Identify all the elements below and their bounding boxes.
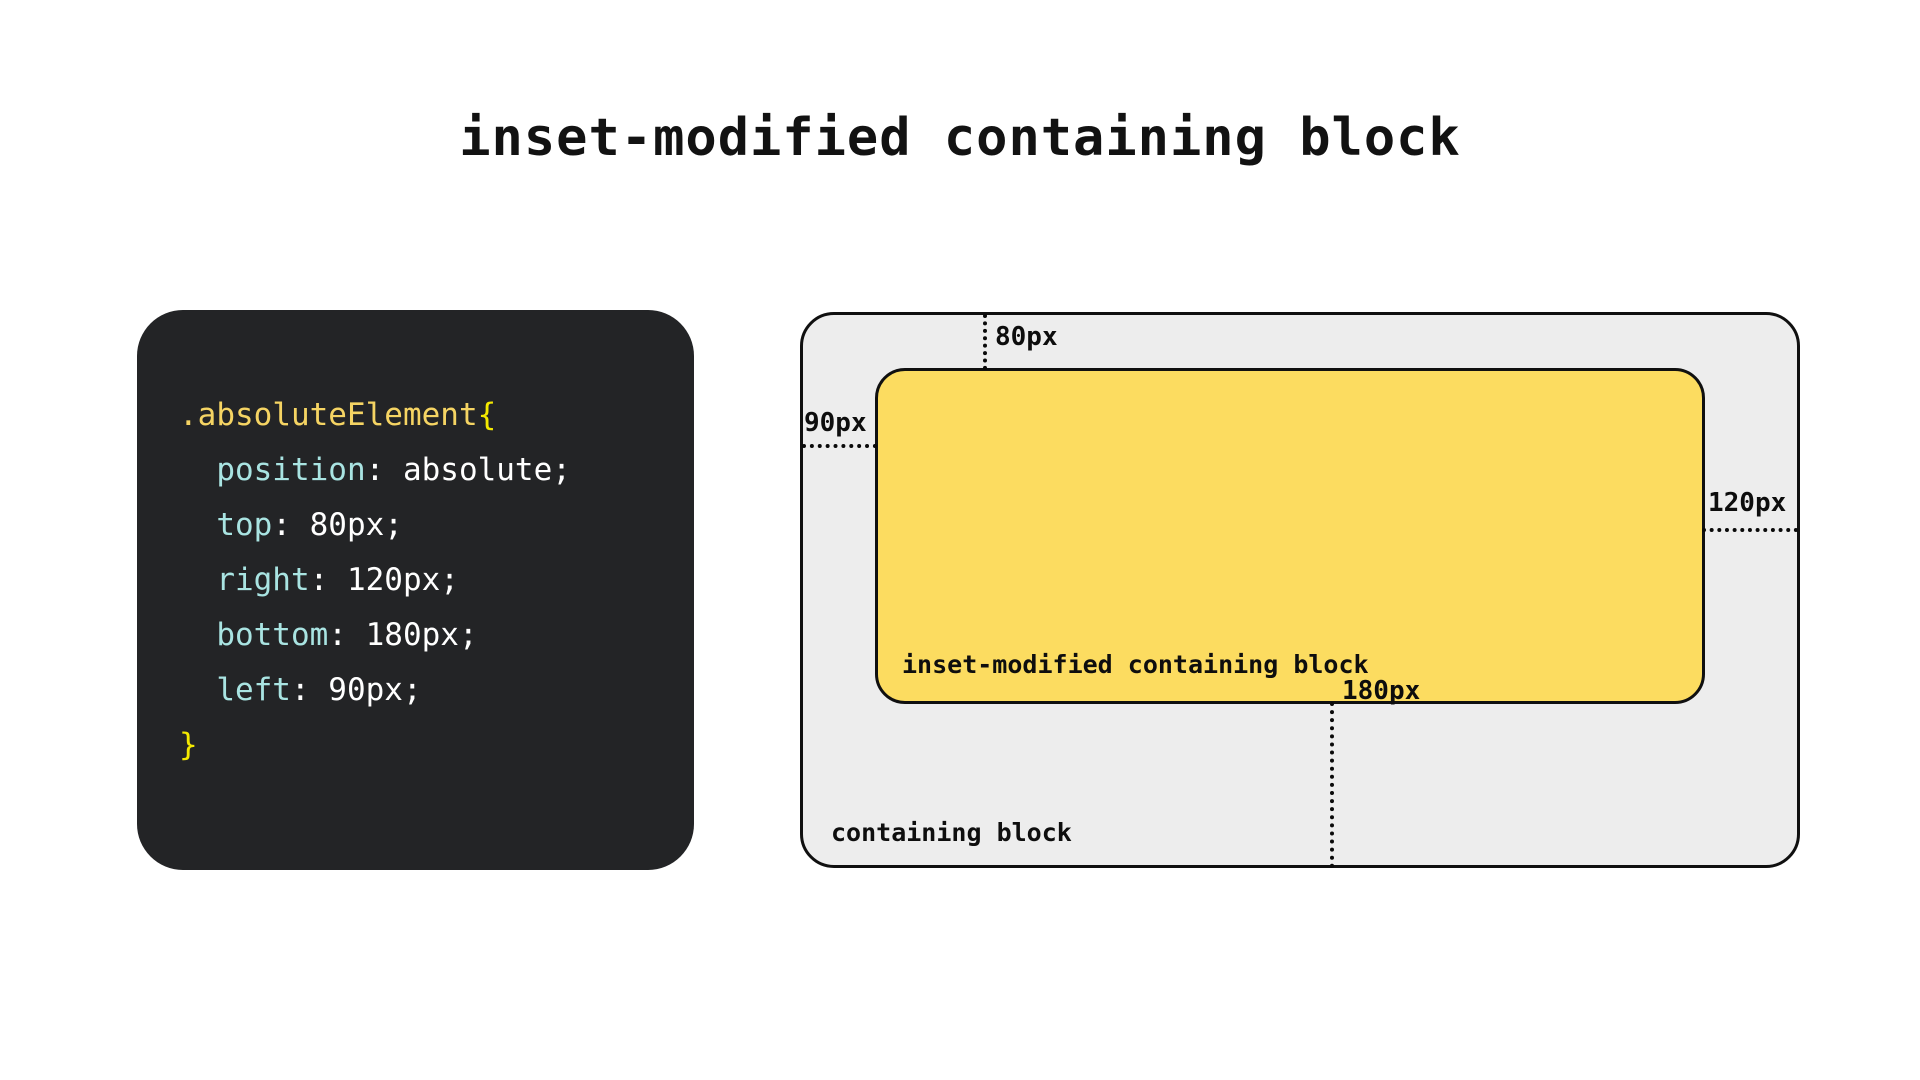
css-code-card: .absoluteElement{ position: absolute; to… [137,310,694,870]
css-property-position: position [216,452,366,488]
css-separator: : [309,562,347,598]
measurement-label-left: 90px [804,408,867,438]
css-value-bottom: 180px; [365,617,478,653]
code-line-right: right: 120px; [179,553,694,608]
guide-line-top [983,314,987,370]
page-title: inset-modified containing block [459,108,1461,168]
css-separator: : [290,672,329,708]
css-value-left: 90px; [328,672,422,708]
code-line-left: left: 90px; [179,663,694,718]
measurement-label-top: 80px [995,322,1058,352]
code-line-position: position: absolute; [179,443,694,498]
inset-modified-containing-block: inset-modified containing block [875,368,1705,704]
measurement-label-right: 120px [1708,488,1787,518]
css-property-bottom: bottom [216,617,329,653]
css-property-left: left [216,672,291,708]
inset-modified-containing-block-label: inset-modified containing block [902,650,1369,679]
css-close-brace: } [179,727,198,763]
css-separator: : [328,617,366,653]
code-line-top: top: 80px; [179,498,694,553]
css-value-top: 80px; [309,507,403,543]
css-property-top: top [216,507,273,543]
code-line-bottom: bottom: 180px; [179,608,694,663]
guide-line-right [1702,528,1798,532]
css-value-right: 120px; [346,562,459,598]
css-separator: : [365,452,403,488]
containing-block-label: containing block [831,818,1072,847]
inset-diagram: containing block inset-modified containi… [790,300,1800,868]
css-selector: .absoluteElement [179,397,478,433]
css-property-right: right [216,562,310,598]
css-open-brace: { [477,397,497,433]
css-separator: : [272,507,310,543]
code-line-close: } [179,718,694,773]
guide-line-bottom [1330,702,1334,868]
measurement-label-bottom: 180px [1342,676,1421,706]
guide-line-left [802,444,877,448]
code-line-selector: .absoluteElement{ [179,388,694,443]
css-value-position: absolute; [402,452,571,488]
